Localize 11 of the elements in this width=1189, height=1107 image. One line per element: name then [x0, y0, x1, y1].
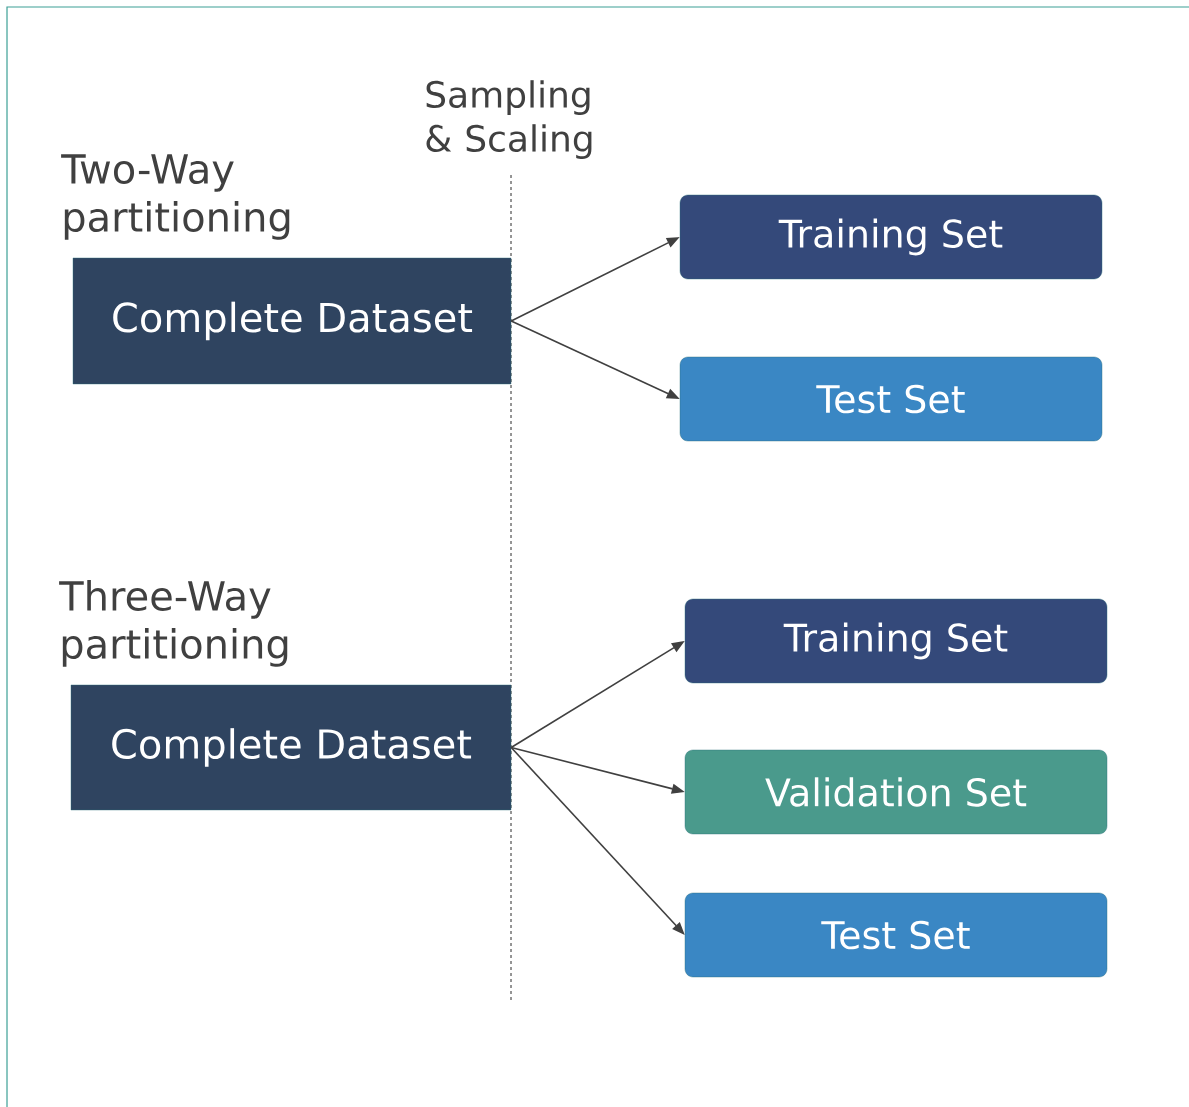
dataset-box: Complete Dataset: [70, 684, 512, 811]
heading-text: Two-Way partitioning: [61, 154, 290, 240]
heading-text: Sampling & Scaling: [426, 80, 592, 160]
set-box: Training Set: [679, 194, 1103, 280]
set-box: Test Set: [684, 892, 1108, 978]
dataset-box: Complete Dataset: [72, 257, 512, 385]
set-box: Test Set: [679, 356, 1103, 442]
arrow: [510, 746, 685, 935]
set-box: Training Set: [684, 598, 1108, 684]
heading-text: Three-Way partitioning: [59, 580, 288, 667]
set-box: Validation Set: [684, 749, 1108, 835]
